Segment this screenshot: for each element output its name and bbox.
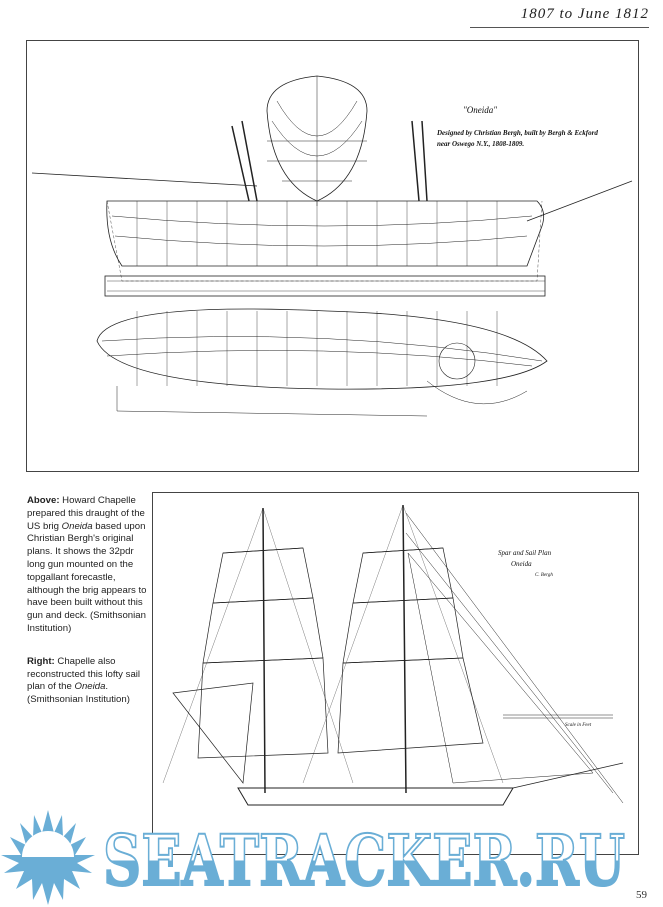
ship-name: Oneida (61, 520, 93, 532)
sail-plan-title-1: Spar and Sail Plan (498, 549, 552, 557)
header-rule (470, 27, 649, 28)
sail-plan-title-2: Oneida (511, 560, 532, 568)
caption-text: Howard Chapelle prepared this draught of… (27, 495, 145, 532)
running-header: 1807 to June 1812 (520, 6, 649, 22)
hull-draught-drawing (31, 75, 633, 417)
sun-logo-icon (1, 810, 95, 905)
captions-column: Above: Howard Chapelle prepared this dra… (27, 495, 149, 707)
draught-subtitle-1: Designed by Christian Bergh, built by Be… (437, 129, 598, 137)
draught-subtitle-2: near Oswego N.Y., 1808-1809. (437, 140, 525, 148)
ship-name: Oneida (74, 681, 106, 693)
caption-right: Right: Chapelle also reconstructed this … (27, 656, 149, 707)
sail-plan-title-3: C. Bergh (535, 573, 553, 578)
watermark-text: SEATRACKER.RU (103, 819, 625, 902)
caption-text: . (Smithsonian Institution) (27, 681, 130, 706)
hull-draught-figure: "Oneida" Designed by Christian Bergh, bu… (26, 40, 639, 472)
caption-above: Above: Howard Chapelle prepared this dra… (27, 495, 149, 636)
draught-title: "Oneida" (463, 105, 498, 115)
scale-label: Scale in Feet (565, 723, 592, 728)
page-number: 59 (636, 889, 647, 901)
sail-plan-drawing (162, 504, 624, 806)
seatracker-watermark: SEATRACKER.RU (1, 810, 626, 905)
caption-lead: Above: (27, 495, 60, 506)
caption-text: Chapelle also reconstructed this lofty s… (27, 655, 141, 693)
sail-plan-figure: Spar and Sail Plan Oneida C. Bergh Scale… (152, 492, 639, 855)
caption-lead: Right: (27, 655, 55, 667)
caption-text: based upon Christian Bergh's original pl… (27, 520, 147, 634)
